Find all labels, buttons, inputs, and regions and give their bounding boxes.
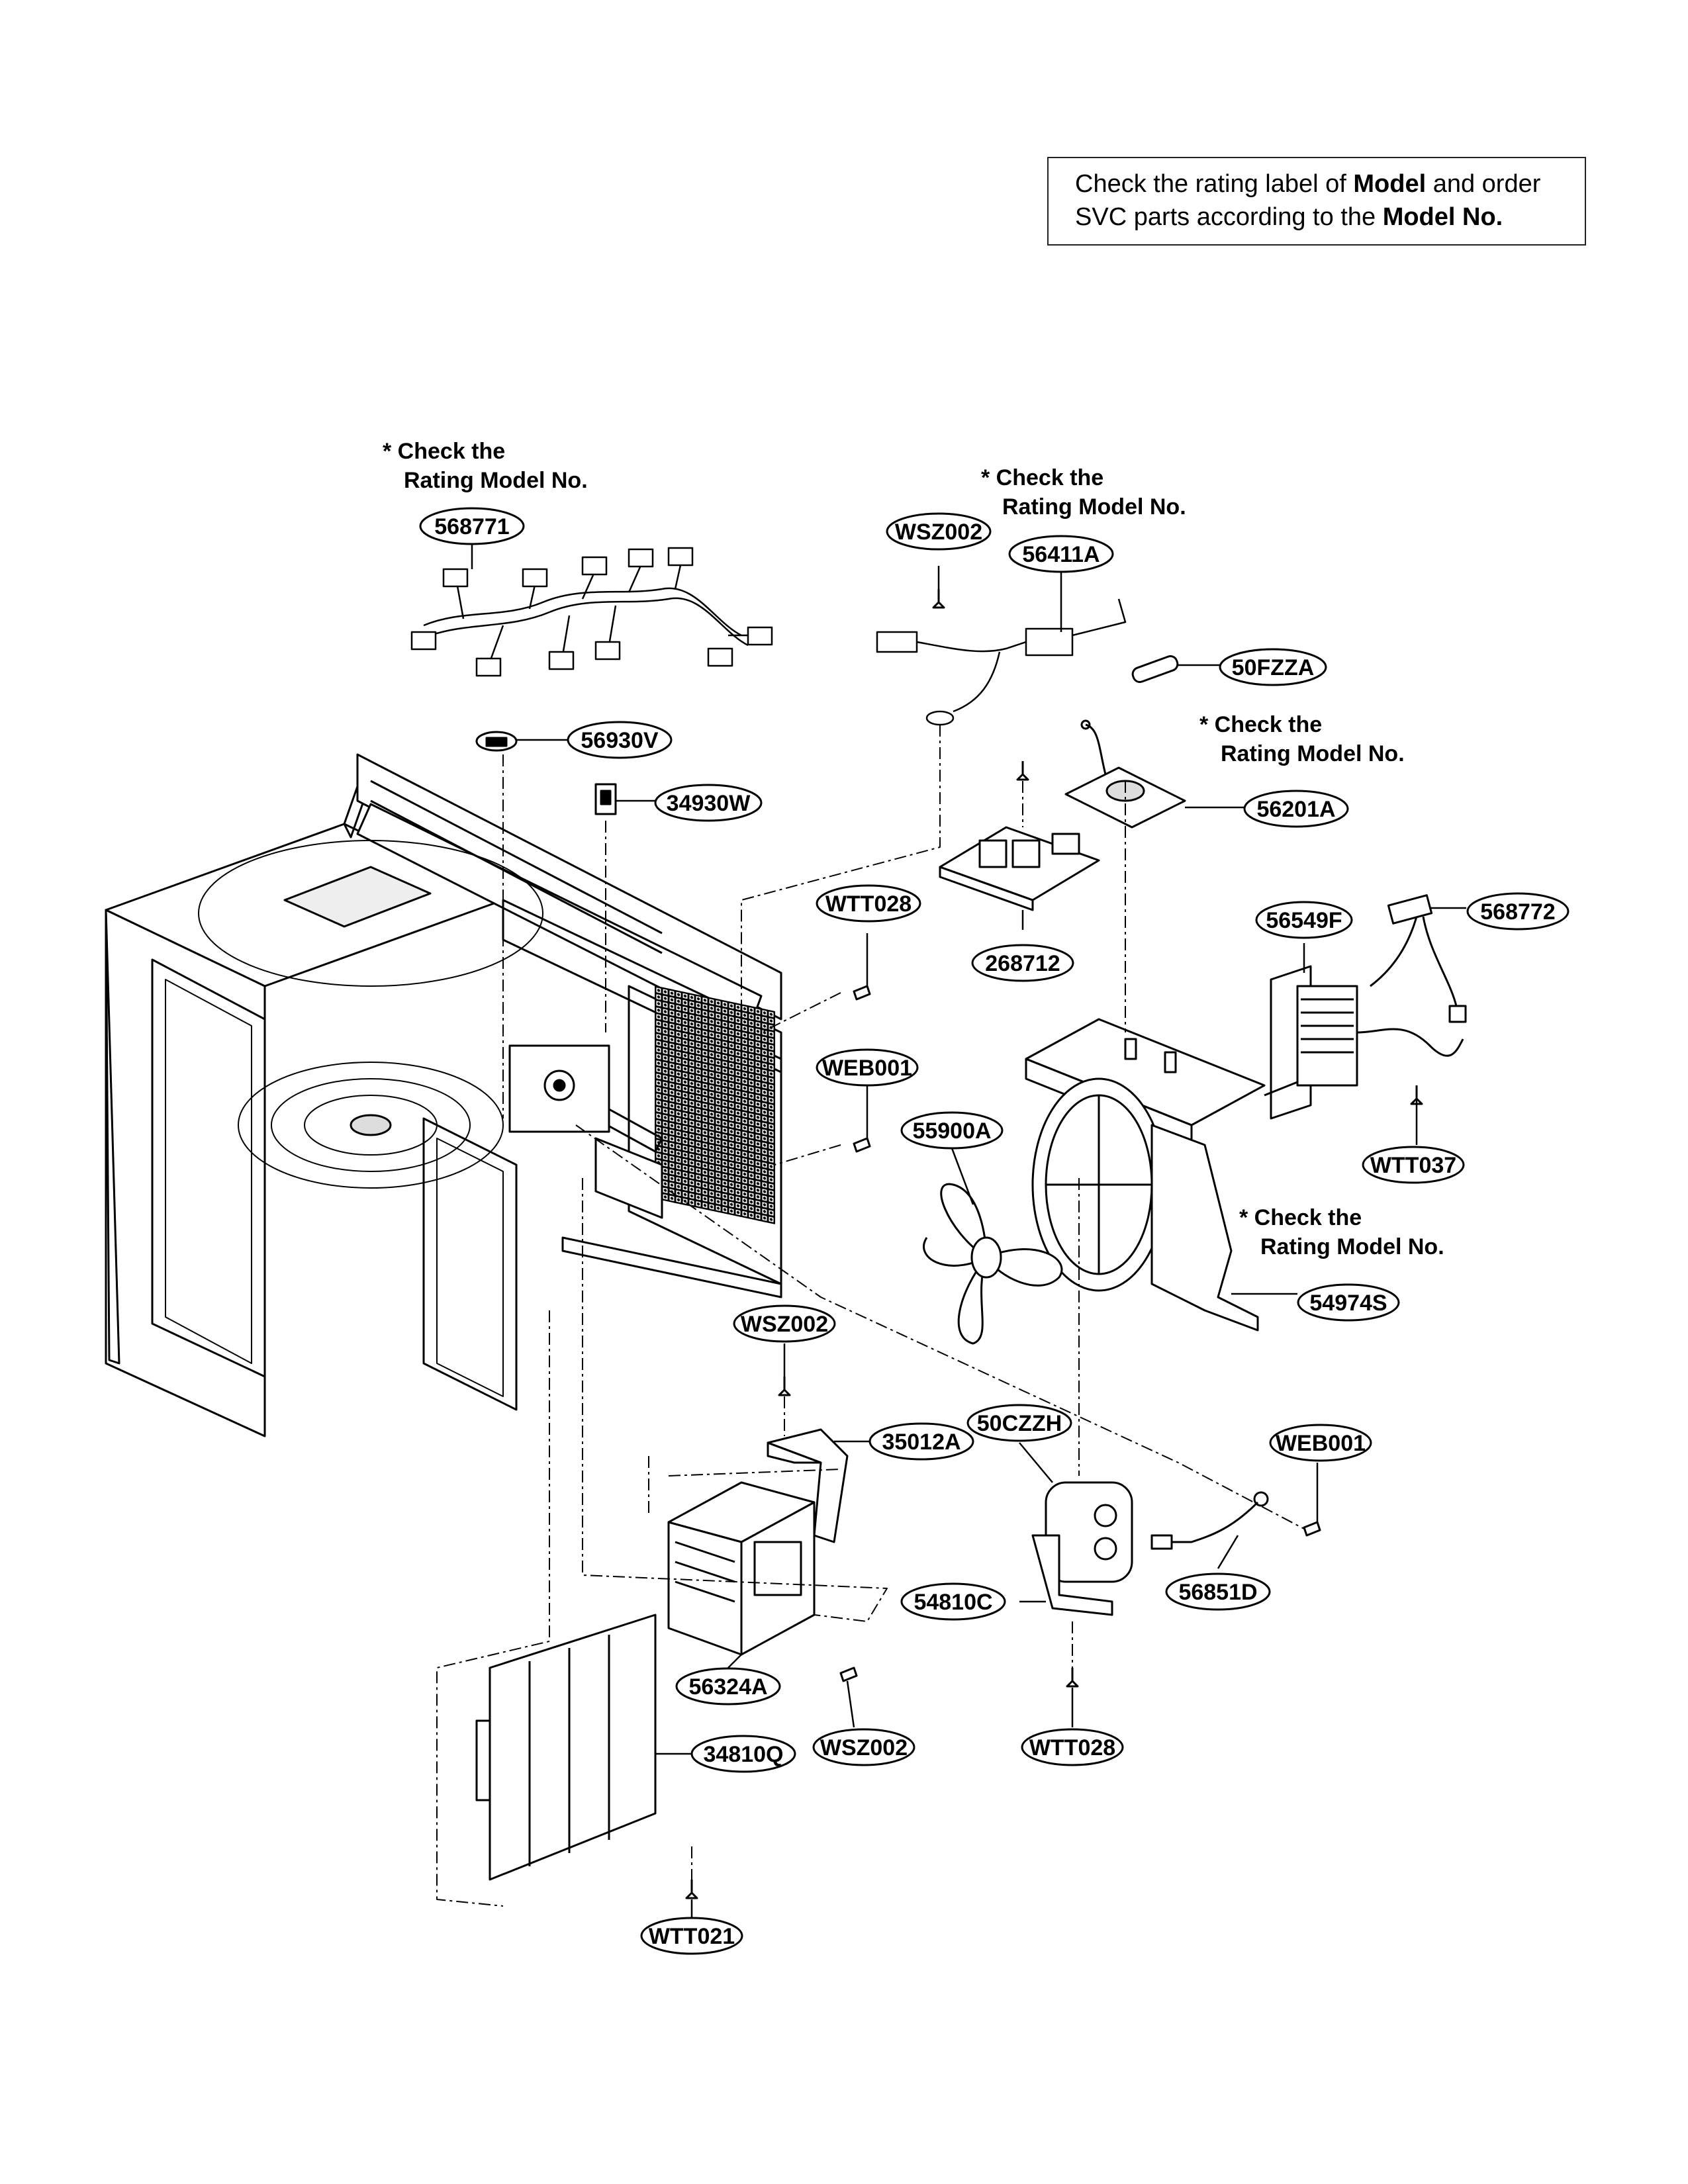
svg-text:568772: 568772 [1480, 899, 1555, 925]
callout-56930V: 56930V [567, 721, 673, 759]
svg-text:34810Q: 34810Q [704, 1742, 784, 1767]
wire-harness-568771 [410, 543, 773, 677]
rating-note-4: * Check the Rating Model No. [1239, 1203, 1444, 1261]
fan-motor [1264, 965, 1464, 1120]
fan-blade [923, 1183, 1063, 1345]
callout-55900A: 55900A [900, 1111, 1004, 1150]
fan-orifice-assembly [1025, 1018, 1266, 1332]
rating-note-line1: * Check the [383, 439, 506, 464]
callout-50FZZA: 50FZZA [1219, 648, 1327, 686]
callout-wtt028-b: WTT028 [1021, 1728, 1124, 1766]
rating-note-line2: Rating Model No. [404, 468, 588, 493]
wire-harness-56411A [876, 598, 1127, 726]
notice-line1-prefix: Check the rating label of [1075, 170, 1354, 198]
rating-note-line2: Rating Model No. [1260, 1234, 1444, 1259]
svg-text:WSZ002: WSZ002 [895, 520, 982, 545]
callout-web001-b: WEB001 [1269, 1424, 1372, 1462]
callout-54974S: 54974S [1297, 1283, 1400, 1322]
svg-text:56411A: 56411A [1022, 542, 1100, 567]
screw-web001-b-part [1303, 1521, 1321, 1537]
callout-wsz002-mid: WSZ002 [733, 1304, 836, 1343]
notice-line1-suffix: and order [1426, 170, 1541, 198]
screw-wtt028-b-part [1066, 1668, 1079, 1688]
bracket-part [767, 1428, 849, 1543]
rating-note-line1: * Check the [1199, 712, 1323, 737]
callout-wtt037: WTT037 [1362, 1146, 1465, 1184]
svg-text:54810C: 54810C [914, 1590, 992, 1615]
svg-text:268712: 268712 [985, 951, 1060, 976]
screw-wtt021-part [685, 1880, 698, 1899]
high-voltage-transformer [667, 1481, 816, 1656]
rating-note-1: * Check the Rating Model No. [383, 437, 588, 495]
svg-text:568771: 568771 [434, 514, 509, 539]
back-cover-panel [475, 1614, 657, 1881]
callout-56851D: 56851D [1165, 1572, 1271, 1611]
main-pcb [939, 761, 1100, 911]
svg-text:WTT028: WTT028 [825, 891, 912, 917]
svg-text:55900A: 55900A [912, 1118, 991, 1144]
svg-text:50FZZA: 50FZZA [1232, 655, 1315, 680]
callout-54810C: 54810C [900, 1582, 1006, 1621]
callout-wtt028-a: WTT028 [816, 884, 921, 923]
leader-lines [516, 566, 1466, 1919]
callout-56411A: 56411A [1008, 535, 1114, 573]
rating-note-line1: * Check the [981, 465, 1104, 490]
svg-text:56324A: 56324A [688, 1674, 767, 1700]
svg-text:WTT037: WTT037 [1370, 1153, 1456, 1178]
screw-wsz002-mid-part [778, 1377, 791, 1396]
callout-568772: 568772 [1466, 892, 1570, 931]
rating-note-line2: Rating Model No. [1221, 741, 1405, 766]
svg-text:56201A: 56201A [1256, 797, 1335, 822]
svg-text:50CZZH: 50CZZH [977, 1411, 1062, 1436]
notice-line2-prefix: SVC parts according to the [1075, 203, 1383, 231]
callout-56201A: 56201A [1243, 790, 1349, 828]
callout-web001-a: WEB001 [816, 1048, 919, 1087]
callout-wtt021: WTT021 [640, 1917, 743, 1955]
svg-text:WTT021: WTT021 [649, 1924, 735, 1949]
cavity-cabinet [105, 753, 782, 1437]
screw-web001-a-part [853, 1137, 871, 1153]
svg-text:35012A: 35012A [882, 1430, 961, 1455]
svg-text:WEB001: WEB001 [822, 1056, 912, 1081]
callout-34930W: 34930W [654, 784, 763, 822]
svg-text:56851D: 56851D [1178, 1580, 1257, 1605]
callout-56324A: 56324A [675, 1667, 781, 1706]
capacitor-part [1031, 1481, 1133, 1616]
callout-268712: 268712 [971, 944, 1074, 982]
guide-lines [436, 725, 1305, 1907]
callout-35012A: 35012A [868, 1422, 974, 1461]
screw-wsz002-top [932, 589, 945, 609]
rating-note-line2: Rating Model No. [1002, 494, 1186, 520]
small-harness [1370, 894, 1467, 1023]
fuse-50FZZA [1131, 655, 1179, 683]
rating-note-3: * Check the Rating Model No. [1199, 710, 1405, 768]
rating-note-2: * Check the Rating Model No. [981, 463, 1186, 522]
thermostat-part [475, 731, 518, 752]
svg-text:56549F: 56549F [1266, 908, 1342, 933]
sensor-part [594, 783, 617, 815]
screw-wsz002-low-part [839, 1666, 858, 1682]
callout-wsz002-top: WSZ002 [886, 512, 992, 551]
callout-wsz002-low: WSZ002 [812, 1728, 915, 1766]
screw-wtt028-a-part [853, 985, 871, 1001]
callout-56549F: 56549F [1255, 901, 1353, 939]
diode-part [1150, 1491, 1269, 1550]
svg-text:56930V: 56930V [581, 728, 659, 753]
notice-line1-bold: Model [1353, 170, 1427, 198]
callout-568771: 568771 [419, 507, 525, 545]
notice-line2-bold: Model No. [1382, 203, 1503, 231]
svg-text:WSZ002: WSZ002 [741, 1312, 828, 1337]
svg-text:WEB001: WEB001 [1276, 1431, 1366, 1456]
svg-text:WTT028: WTT028 [1029, 1735, 1115, 1760]
model-notice-box: Check the rating label of Model and orde… [1047, 157, 1586, 246]
svg-text:34930W: 34930W [667, 791, 751, 816]
callout-50CZZH: 50CZZH [966, 1404, 1072, 1442]
svg-text:54974S: 54974S [1309, 1291, 1387, 1316]
rating-note-line1: * Check the [1239, 1205, 1362, 1230]
svg-text:WSZ002: WSZ002 [820, 1735, 908, 1760]
callout-34810Q: 34810Q [690, 1735, 796, 1773]
